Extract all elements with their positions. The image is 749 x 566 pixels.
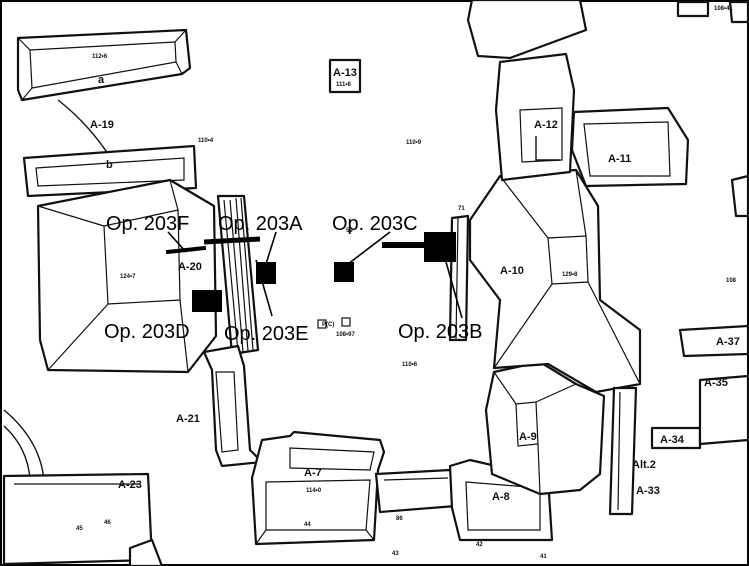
op-203b-label: Op. 203B [398, 321, 483, 343]
operation-leaders [167, 231, 463, 319]
elev-46: 46 [104, 520, 111, 526]
structure-a10-label: A-10 [500, 265, 524, 277]
structure-a33: A-33 Alt.2 [608, 386, 660, 516]
elev-1109: 110•9 [406, 140, 422, 146]
structure-a34: A-34 [650, 426, 702, 450]
structure-a11-label: A-11 [608, 153, 631, 165]
elev-108: 108 [726, 278, 737, 284]
structure-a7: A-7 114•0 [250, 430, 386, 546]
op-203a-trench [203, 236, 261, 245]
structure-a35: A-37 A-35 [678, 324, 749, 446]
elev-45: 45 [76, 526, 83, 532]
elev-1104: 110•4 [198, 138, 214, 144]
structure-a20: 124•7 [36, 178, 218, 374]
elev-44: 44 [304, 522, 311, 528]
elev-1118: 111•8 [336, 82, 351, 88]
elev-41: 41 [540, 554, 547, 560]
structure-a12: A-12 [494, 52, 576, 182]
elev-1106: 110•6 [402, 362, 418, 368]
structure-a20-stair [216, 194, 260, 356]
central-markers: P(C) 108•97 59 [317, 228, 355, 338]
altar-2-label: Alt.2 [632, 459, 656, 471]
op-203e-label: Op. 203E [224, 323, 309, 345]
elev-42: 42 [476, 542, 483, 548]
structure-a10: A-10 129•8 [468, 168, 642, 394]
structure-a19-label: A-19 [90, 119, 114, 131]
elev-1247: 124•7 [120, 274, 136, 280]
structure-a35-label: A-35 [704, 377, 728, 389]
elev-1126: 112•6 [92, 54, 108, 60]
op-203b-unit [424, 232, 456, 262]
structure-south-range [374, 468, 458, 514]
structure-a20-label: A-20 [178, 261, 202, 273]
structure-a21-label: A-21 [176, 413, 200, 425]
elev-86: 86 [396, 516, 403, 522]
elev-10841: 108•41 [714, 6, 733, 12]
op-203a-label: Op. 203A [218, 213, 303, 235]
elev-1298: 129•8 [562, 272, 578, 278]
structure-a12-label: A-12 [534, 119, 558, 131]
structure-a13-label: A-13 [333, 67, 357, 79]
elev-43: 43 [392, 551, 399, 557]
op-203c-label: Op. 203C [332, 213, 418, 235]
structure-east-edge: 108 [726, 174, 749, 284]
structure-a10-stair: 71 [448, 206, 470, 342]
plaza-marker-label: P(C) [322, 322, 334, 328]
structure-northeast [466, 0, 749, 60]
op-203d-label: Op. 203D [104, 321, 190, 343]
structure-a-label: a [98, 74, 105, 86]
op-203d-unit [192, 290, 222, 312]
elev-10897: 108•97 [336, 332, 355, 338]
op-203f-label: Op. 203F [106, 213, 189, 235]
structure-a11: A-11 [570, 106, 690, 188]
elev-1140: 114•0 [306, 488, 322, 494]
structure-a34-label: A-34 [660, 434, 685, 446]
structure-a8-label: A-8 [492, 491, 510, 503]
structure-a7-label: A-7 [304, 467, 322, 479]
structure-a: a [16, 28, 192, 102]
op-203f-trench [165, 245, 207, 255]
structure-a9-label: A-9 [519, 431, 537, 443]
structure-a33-label: A-33 [636, 485, 660, 497]
structure-a23: A-23 45 46 [2, 409, 164, 566]
op-203c-unit [334, 262, 354, 282]
plaza-point-label: 59 [346, 228, 353, 234]
structure-a13: A-13 111•8 [328, 58, 362, 94]
structure-b-label: b [106, 159, 113, 171]
structure-a9: A-9 [484, 360, 606, 496]
op-203b-trench [382, 242, 424, 248]
structure-a23-label: A-23 [118, 479, 142, 491]
operation-units [165, 232, 456, 312]
structure-a37-label: A-37 [716, 336, 740, 348]
elev-71: 71 [458, 206, 465, 212]
